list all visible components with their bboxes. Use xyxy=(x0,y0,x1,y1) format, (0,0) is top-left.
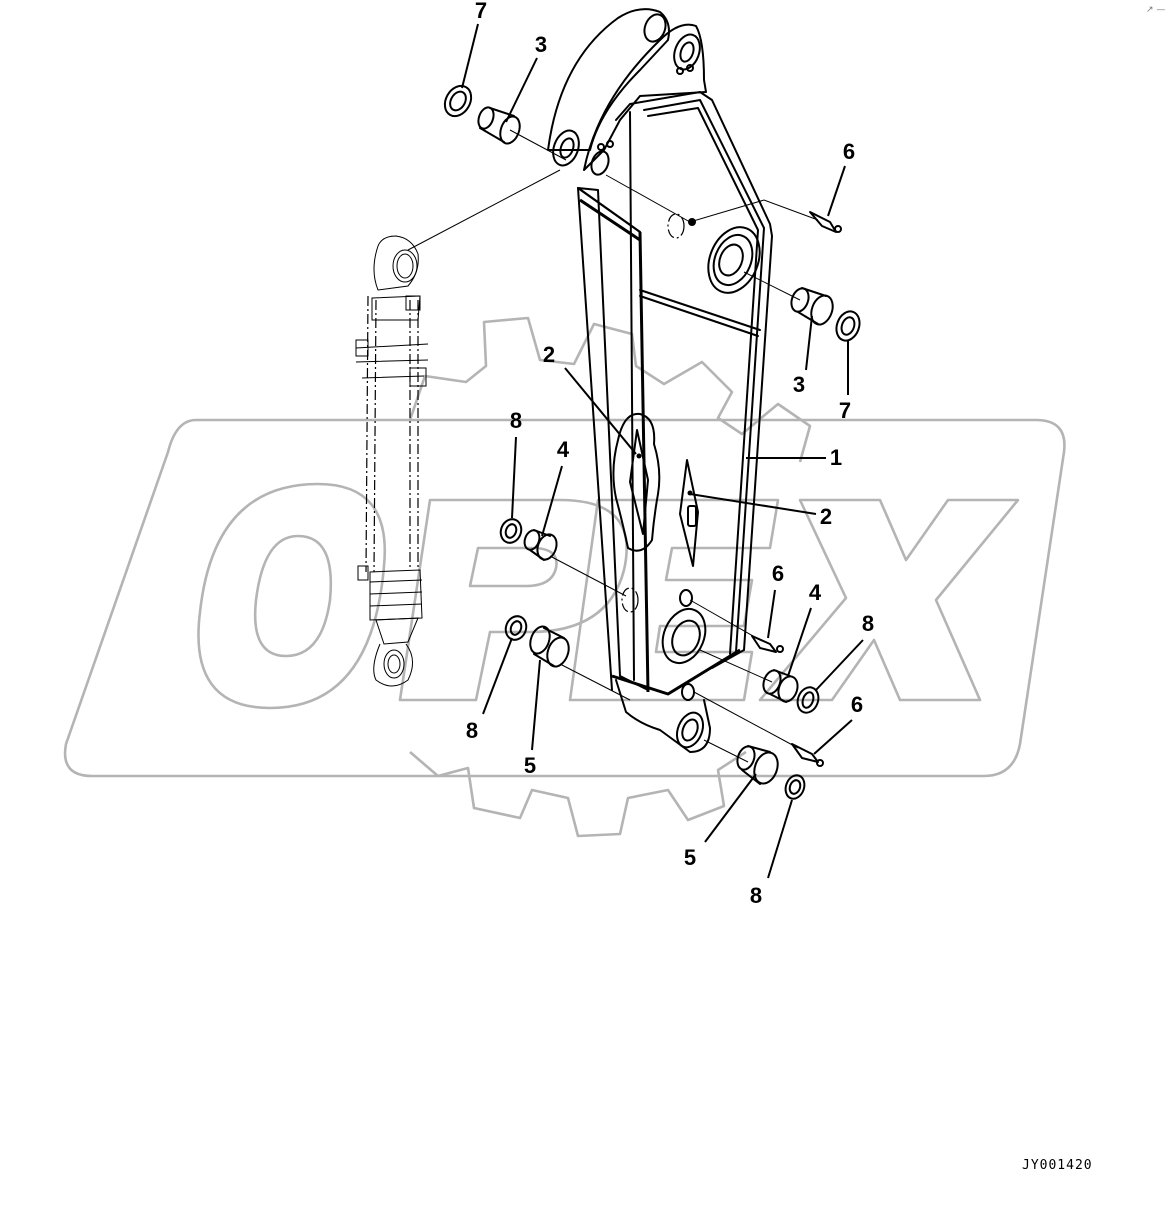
callout-8-bottom: 8 xyxy=(749,883,763,908)
callout-6-lower: 6 xyxy=(850,692,864,717)
assembly-lines xyxy=(407,129,819,763)
arm-part-1 xyxy=(547,8,773,753)
watermark-logo xyxy=(63,316,1066,838)
callout-3-top: 3 xyxy=(534,32,548,57)
callout-2-right: 2 xyxy=(819,504,833,529)
leader-lines xyxy=(461,23,864,879)
callout-6-mid: 6 xyxy=(771,561,785,586)
corner-mark: ↗ — xyxy=(1146,5,1166,15)
callout-3-right: 3 xyxy=(792,372,806,397)
drawing-id: JY001420 xyxy=(1022,1158,1093,1173)
callout-6-top: 6 xyxy=(842,139,856,164)
loose-parts xyxy=(443,84,861,800)
callout-5-right: 5 xyxy=(683,845,697,870)
callout-8-upper-left: 8 xyxy=(509,408,523,433)
callout-2-left: 2 xyxy=(542,342,556,367)
callout-1: 1 xyxy=(829,445,843,470)
plate-part-2 xyxy=(612,412,699,567)
callout-4-right: 4 xyxy=(808,580,822,605)
callout-5-left: 5 xyxy=(523,753,537,778)
callout-7-top: 7 xyxy=(474,0,488,23)
hydraulic-cylinder xyxy=(355,235,429,687)
callout-7-right: 7 xyxy=(838,398,852,423)
callout-8-lower-left: 8 xyxy=(465,718,479,743)
callout-4-left: 4 xyxy=(556,437,570,462)
callout-8-right: 8 xyxy=(861,611,875,636)
